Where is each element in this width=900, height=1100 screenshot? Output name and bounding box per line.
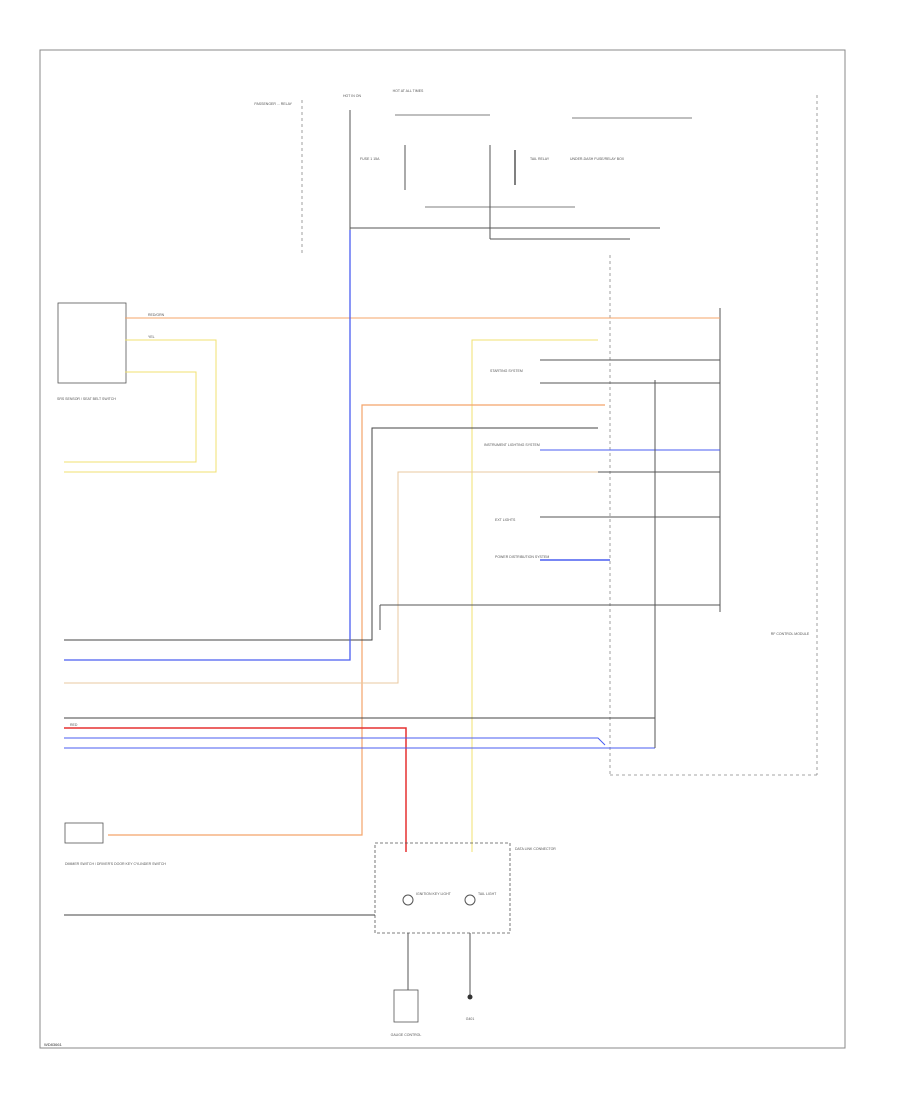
bottom-connector — [393, 989, 419, 1023]
lamp-unit — [374, 842, 511, 934]
footer-code: WD83661 — [44, 1042, 62, 1047]
label-fuse-top: HOT AT ALL TIMES — [393, 89, 424, 93]
label-power-distribution: POWER DISTRIBUTION SYSTEM — [495, 555, 549, 559]
label-starting-system: STARTING SYSTEM — [490, 369, 523, 373]
label-ground: G401 — [466, 1017, 475, 1021]
wire-orange-long — [108, 404, 605, 836]
label-control-unit: RF CONTROL MODULE — [771, 632, 810, 636]
wire-tan — [64, 471, 598, 684]
label-left-top-block: PASSENGER ... RELAY — [254, 102, 292, 106]
wire-blue-bus-1 — [64, 737, 606, 746]
label-hot-in-run: HOT IN ON — [343, 94, 361, 98]
wire-blue-main — [64, 230, 351, 661]
wire-label-yel-1: YEL — [148, 335, 155, 339]
diagram-frame — [39, 49, 846, 1049]
label-lamp-left: IGNITION KEY LIGHT — [416, 892, 452, 896]
sensor-box — [57, 302, 127, 384]
label-sensor: SRS SENSOR / SEAT BELT SWITCH — [57, 397, 116, 401]
label-lamp-right: TAIL LIGHT — [478, 892, 497, 896]
label-dimmer-switch: DIMMER SWITCH / DRIVER'S DOOR KEY CYLIND… — [65, 862, 166, 866]
wire-yellow-loop-2 — [64, 371, 197, 463]
lamp-right-icon — [464, 894, 476, 906]
wire-label-red: RED — [70, 723, 78, 727]
label-instrument-lighting: INSTRUMENT LIGHTING SYSTEM — [484, 443, 540, 447]
dimmer-switch-icon — [64, 822, 104, 844]
wire-yellow-main — [471, 339, 598, 852]
label-fuse-1: FUSE 1 15A — [360, 157, 380, 161]
label-under-dash-box: UNDER-DASH FUSE/RELAY BOX — [570, 157, 625, 161]
label-exterior-lights: EXT LIGHTS — [495, 518, 516, 522]
lamp-left-icon — [402, 894, 414, 906]
wire-yellow-loop-1 — [64, 339, 217, 473]
ground-icon — [467, 994, 473, 1000]
label-bottom-connector: GAUGE CONTROL — [391, 1033, 422, 1037]
wire-red — [64, 727, 407, 852]
label-ground-unit: DATA LINK CONNECTOR — [515, 847, 556, 851]
label-tail-relay: TAIL RELAY — [530, 157, 550, 161]
wire-dark-1 — [64, 427, 598, 641]
wire-label-orange-top: RED/GRN — [148, 313, 165, 317]
